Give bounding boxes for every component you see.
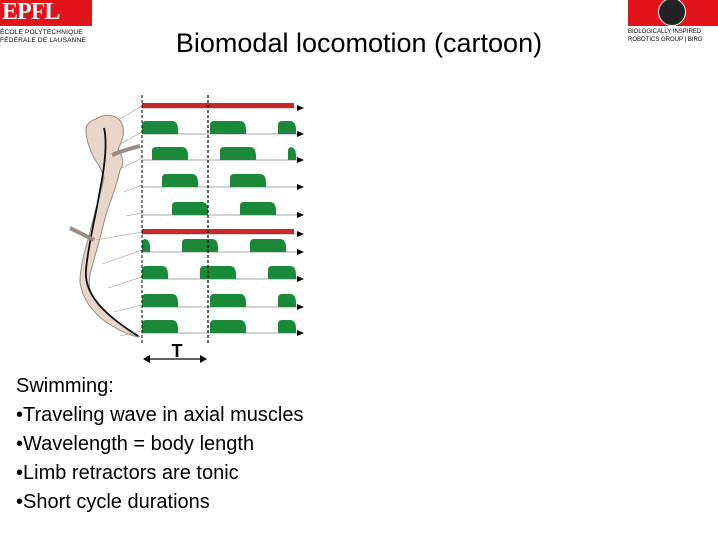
axial-burst xyxy=(230,174,266,187)
activity-row xyxy=(142,202,304,218)
activity-row xyxy=(142,174,304,190)
notes: Swimming: •Traveling wave in axial muscl… xyxy=(16,372,303,517)
row-arrowhead xyxy=(297,249,304,255)
connector-line xyxy=(113,304,143,313)
period-arrowhead-left xyxy=(143,355,150,363)
limb-burst xyxy=(142,229,294,234)
connector-line xyxy=(119,330,143,337)
activity-row xyxy=(142,294,304,310)
row-arrowhead xyxy=(297,330,304,336)
connector-line xyxy=(101,249,143,265)
axial-burst xyxy=(220,147,256,160)
row-arrowhead xyxy=(297,276,304,282)
epfl-logo-line2: FÉDÉRALE DE LAUSANNE xyxy=(0,37,86,44)
axial-burst xyxy=(142,294,178,307)
birg-logo-line2: ROBOTICS GROUP | BIRG xyxy=(628,37,703,43)
connector-line xyxy=(121,157,143,169)
activity-row xyxy=(142,147,304,163)
activity-row xyxy=(142,229,304,237)
connector-line xyxy=(119,131,143,145)
axial-burst xyxy=(250,239,286,252)
limb-burst xyxy=(142,103,294,108)
axial-burst xyxy=(142,266,168,279)
axial-burst xyxy=(142,320,178,333)
note-item: •Limb retractors are tonic xyxy=(16,462,239,484)
axial-burst xyxy=(172,202,208,215)
axial-burst xyxy=(142,121,178,134)
birg-logo-line1: BIOLOGICALLY INSPIRED xyxy=(628,29,702,35)
connector-line xyxy=(107,276,143,289)
period-arrowhead-right xyxy=(200,355,207,363)
axial-burst xyxy=(240,202,276,215)
axial-burst xyxy=(210,294,246,307)
row-arrowhead xyxy=(297,131,304,137)
connector-lines xyxy=(95,105,143,337)
row-arrowhead xyxy=(297,231,304,237)
slide-title: Biomodal locomotion (cartoon) xyxy=(175,28,543,58)
salamander-emblem-icon xyxy=(658,0,686,26)
epfl-logo: EPFL ÉCOLE POLYTECHNIQUE FÉDÉRALE DE LAU… xyxy=(0,0,92,48)
salamander-body-icon xyxy=(69,114,141,338)
axial-burst xyxy=(142,239,150,252)
axial-burst xyxy=(210,121,246,134)
axial-burst xyxy=(268,266,296,279)
period-marker: T xyxy=(141,95,209,363)
salamander-outline xyxy=(79,114,141,338)
axial-burst xyxy=(288,147,296,160)
birg-logo: BIOLOGICALLY INSPIRED ROBOTICS GROUP | B… xyxy=(628,0,718,48)
front-limb xyxy=(111,144,141,157)
epfl-wordmark: EPFL xyxy=(2,0,60,25)
activity-row xyxy=(142,103,304,111)
row-arrowhead xyxy=(297,157,304,163)
row-arrowhead xyxy=(297,184,304,190)
activity-rows xyxy=(142,103,304,336)
note-item: •Short cycle durations xyxy=(16,491,210,513)
activity-row xyxy=(142,121,304,137)
activity-row xyxy=(142,239,304,255)
period-label: T xyxy=(172,341,183,361)
hind-limb xyxy=(69,226,95,242)
row-arrowhead xyxy=(297,212,304,218)
row-arrowhead xyxy=(297,304,304,310)
row-arrowhead xyxy=(297,105,304,111)
axial-burst xyxy=(182,239,218,252)
note-item: •Wavelength = body length xyxy=(16,433,255,455)
axial-burst xyxy=(278,320,296,333)
note-item: •Traveling wave in axial muscles xyxy=(16,404,304,426)
connector-line xyxy=(125,212,143,217)
activity-row xyxy=(142,320,304,336)
notes-heading: Swimming: xyxy=(16,375,114,397)
epfl-logo-banner xyxy=(0,0,92,26)
axial-burst xyxy=(162,174,198,187)
epfl-logo-line1: ÉCOLE POLYTECHNIQUE xyxy=(0,29,83,36)
connector-line xyxy=(95,231,143,241)
axial-burst xyxy=(210,320,246,333)
axial-burst xyxy=(200,266,236,279)
connector-line xyxy=(123,184,143,193)
axial-burst xyxy=(278,294,296,307)
axial-burst xyxy=(278,121,296,134)
activity-row xyxy=(142,266,304,282)
connector-line xyxy=(117,105,143,121)
axial-burst xyxy=(152,147,188,160)
